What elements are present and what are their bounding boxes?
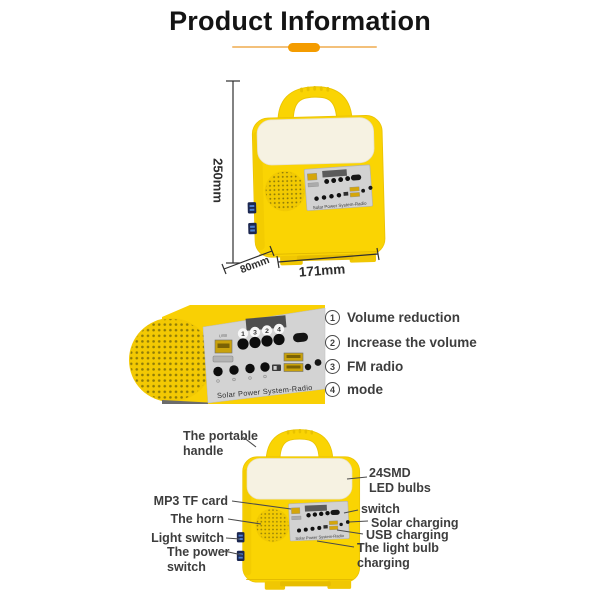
dimension-height: 250mm [210,158,226,203]
annotation-number: 2 [325,335,340,350]
led-light-panel [246,458,353,500]
callout-mp3-tf-card: MP3 TF card [153,494,228,508]
control-panel: Solar Power System-Radio [288,501,350,542]
callout-power-switch: The power switch [167,545,230,575]
panel-annotation-4: 4 mode [325,382,383,397]
side-switches [247,202,257,235]
panel-title-text: Solar Power System-Radio [312,201,367,211]
speaker-grille [130,319,212,401]
led-light-panel [256,117,375,166]
annotation-number: 4 [325,382,340,397]
callout-solar-charging: Solar charging [371,516,459,530]
power-switch-oval [293,332,309,343]
handle-grip [300,86,330,93]
callout-bulb-charging: The light bulb charging [357,541,439,571]
annotation-label: mode [347,382,384,397]
annotation-label: FM radio [347,359,404,374]
callout-light-switch: Light switch [151,531,224,545]
numbered-buttons: 1 3 2 4 [237,323,285,350]
svg-text:3: 3 [253,330,257,337]
annotation-number: 3 [325,359,340,374]
callout-led-bulbs: 24SMD LED bulbs [369,466,431,496]
page-title: Product Information [169,6,431,36]
tf-card-slot [212,355,234,363]
panel-annotation-2: 2 Increase the volume [325,335,477,350]
usb-label: USB [219,333,228,339]
device-annotated-view: Solar Power System-Radio [236,429,361,590]
annotation-label: Volume reduction [347,310,461,325]
divider-accent [288,43,320,52]
callout-switch: switch [361,502,400,516]
device-front-view: Solar Power System-Radio [247,86,386,266]
solar-charging-jack [304,363,312,371]
base-feet [264,580,352,590]
svg-text:2: 2 [265,328,269,335]
panel-annotation-1: 1 Volume reduction [325,310,460,325]
callout-horn: The horn [170,512,224,526]
svg-text:4: 4 [277,327,281,334]
svg-text:1: 1 [241,331,245,338]
control-panel: Solar Power System-Radio [303,164,373,211]
handle-grip [286,429,314,435]
panel-annotation-3: 3 FM radio [325,359,403,374]
jack-ports [213,362,270,377]
panel-title-text: Solar Power System-Radio [295,533,345,541]
dimension-width: 171mm [298,261,346,280]
annotation-number: 1 [325,310,340,325]
control-panel-closeup: 1 3 2 4 USB Solar Power System-Radio [129,305,326,404]
callout-portable-handle: The portable handle [183,429,259,459]
annotation-label: Increase the volume [347,335,477,350]
callout-usb-charging: USB charging [366,528,449,542]
